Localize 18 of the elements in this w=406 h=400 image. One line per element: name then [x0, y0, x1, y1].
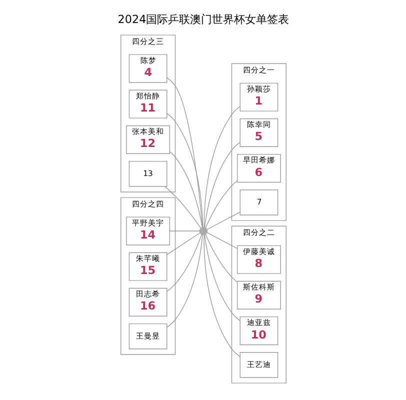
connector — [206, 232, 237, 249]
connector — [203, 106, 240, 228]
connector — [204, 234, 238, 283]
node-circle — [198, 226, 208, 236]
connector — [204, 180, 238, 228]
connector — [166, 234, 202, 292]
connector — [166, 113, 203, 228]
connector — [204, 142, 240, 228]
connector — [164, 186, 201, 229]
connector — [204, 234, 240, 322]
connector — [168, 230, 200, 232]
diagram-title: 2024国际乒联澳门世界杯女单签表 — [117, 13, 289, 26]
connector — [166, 77, 202, 228]
connector — [166, 232, 200, 255]
connector — [203, 234, 240, 358]
connector — [166, 234, 202, 328]
connector — [206, 212, 240, 230]
connector — [168, 151, 202, 228]
